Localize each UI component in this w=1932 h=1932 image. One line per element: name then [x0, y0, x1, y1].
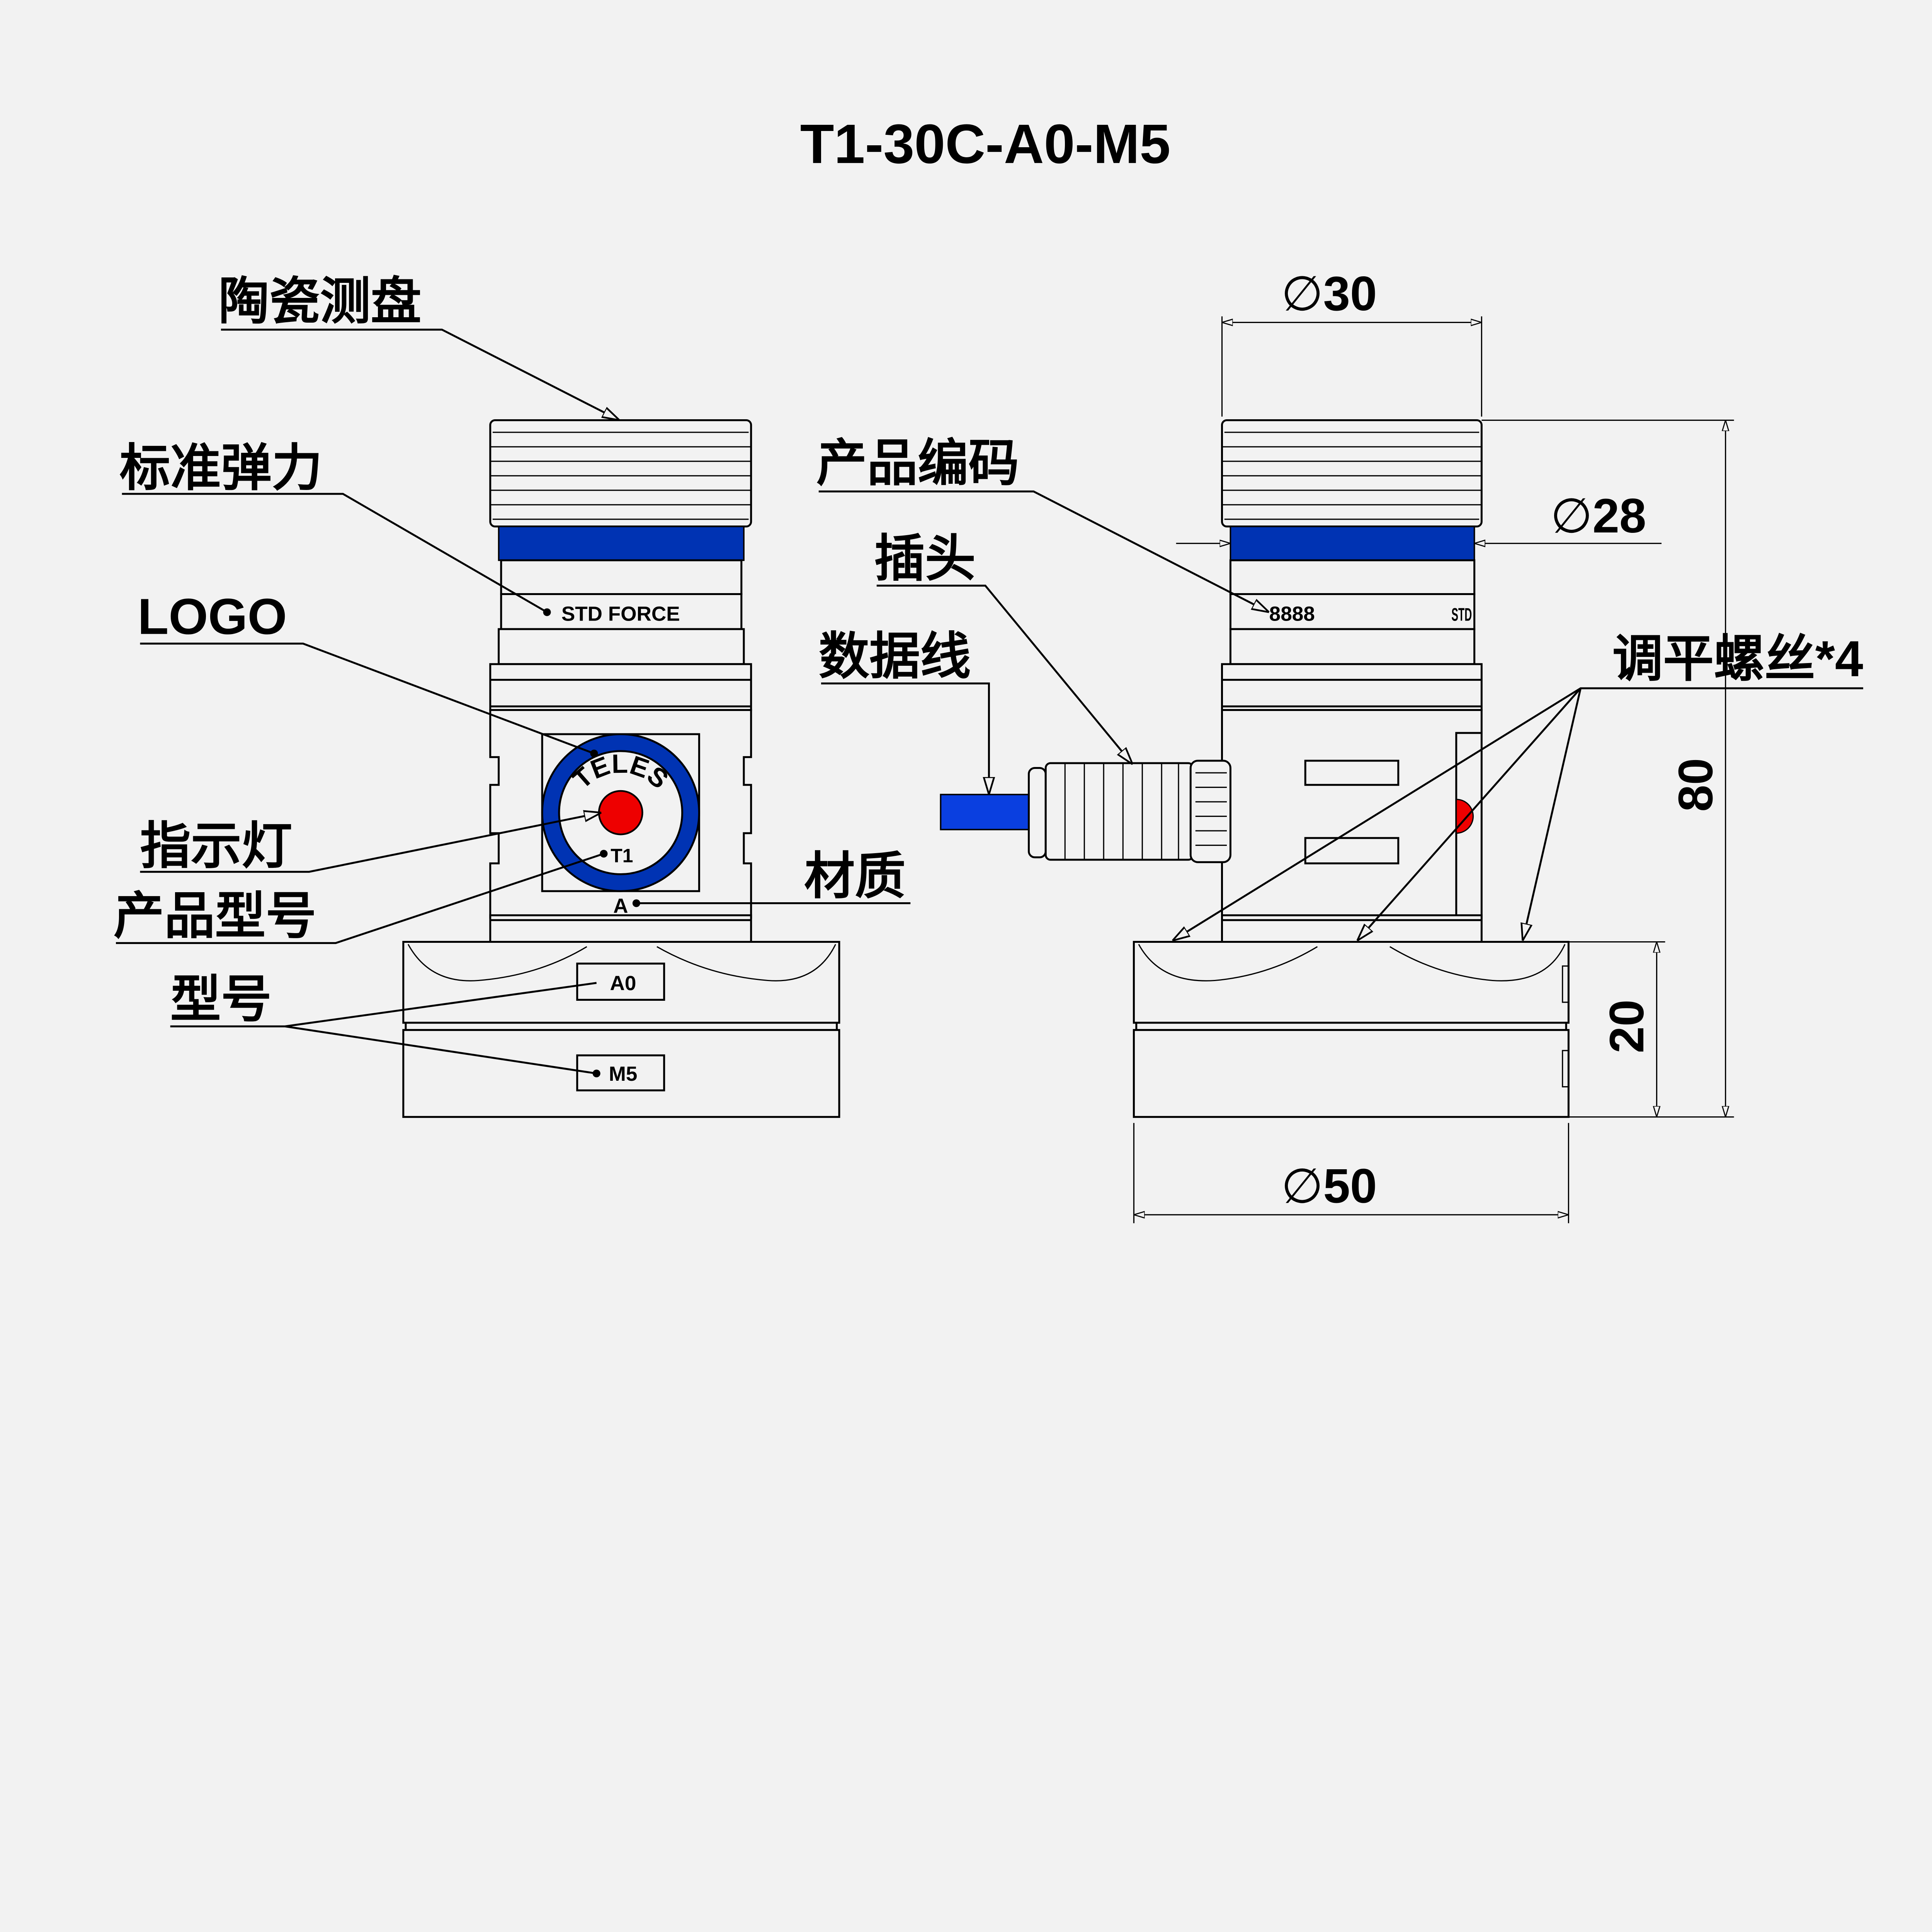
label-data-cable: 数据线 [819, 628, 971, 685]
svg-text:∅50: ∅50 [1281, 1160, 1377, 1213]
base-upper: A0 [402, 941, 840, 1024]
label-product-model: 产品型号 [114, 888, 316, 944]
material-code-marking: A [613, 895, 628, 918]
diameter-symbol: ∅ [1551, 489, 1593, 543]
force-band-blue-side [1230, 526, 1475, 561]
dimension-top-diameter: ∅30 [1221, 267, 1482, 417]
dimension-base-height: 20 [1568, 941, 1665, 1117]
dimension-band-diameter: ∅28 [1176, 489, 1662, 543]
dimension-value: 30 [1323, 267, 1377, 321]
teles-logo: TELES T1 [541, 733, 700, 892]
plug-connector [940, 760, 1231, 863]
dimension-base-diameter: ∅50 [1133, 1123, 1569, 1223]
label-plug: 插头 [874, 530, 976, 587]
right-view: 8888 STD ∅30 [816, 267, 1863, 1223]
ceramic-disc [489, 419, 752, 527]
dimension-value: 80 [1669, 758, 1723, 812]
base-code-m5: M5 [609, 1063, 638, 1085]
ceramic-disc-side [1221, 419, 1483, 527]
base-upper-side [1133, 941, 1570, 1024]
dimension-value: 20 [1600, 1000, 1654, 1053]
svg-text:∅28: ∅28 [1551, 489, 1646, 543]
label-material: 材质 [804, 848, 906, 905]
svg-text:∅30: ∅30 [1281, 267, 1377, 321]
technical-drawing: T1-30C-A0-M5 STD FORCE TELES T1 A [19, 0, 1913, 1368]
data-cable [940, 794, 1031, 830]
vent-slot [1304, 760, 1400, 786]
label-ceramic-disc: 陶瓷测盘 [219, 273, 422, 330]
vent-slot [1304, 837, 1400, 864]
dimension-total-height: 80 [1481, 419, 1734, 1118]
label-indicator-light: 指示灯 [140, 817, 293, 874]
label-model: 型号 [170, 971, 272, 1027]
diameter-symbol: ∅ [1281, 267, 1323, 321]
serial-marking: 8888 [1269, 602, 1315, 625]
dimension-value: 50 [1323, 1160, 1377, 1213]
base-lower-side [1133, 1029, 1570, 1118]
label-product-code: 产品编码 [816, 435, 1019, 492]
dimension-value: 28 [1592, 489, 1646, 543]
base-code-a0: A0 [610, 972, 636, 995]
std-partial-marking: STD [1451, 604, 1472, 624]
force-band-blue [498, 526, 745, 561]
model-code-marking: T1 [611, 845, 633, 866]
drawing-title: T1-30C-A0-M5 [800, 113, 1171, 175]
base-lower: M5 [402, 1029, 840, 1118]
label-leveling-screws: 调平螺丝*4 [1612, 630, 1863, 687]
left-view: STD FORCE TELES T1 A A0 M5 [114, 273, 911, 1118]
label-logo: LOGO [138, 588, 287, 645]
diameter-symbol: ∅ [1281, 1160, 1323, 1213]
indicator-light [598, 790, 643, 835]
label-standard-force: 标准弹力 [119, 439, 322, 496]
std-force-marking: STD FORCE [561, 602, 680, 625]
